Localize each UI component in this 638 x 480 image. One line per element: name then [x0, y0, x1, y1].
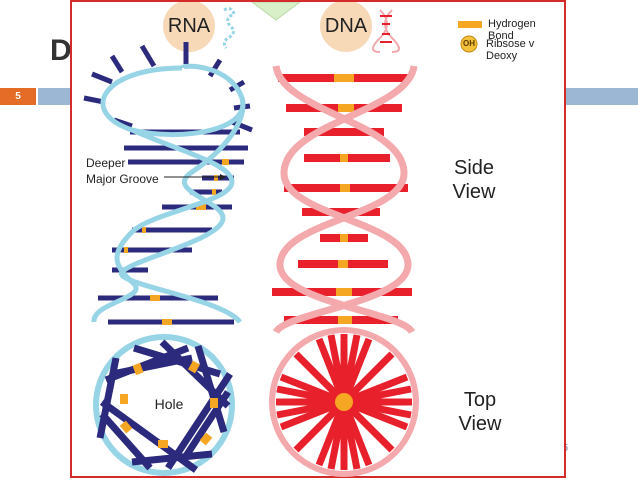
groove-label-line2: Major Groove [86, 172, 159, 186]
hole-label: Hole [154, 396, 184, 412]
dna-side-view [272, 65, 418, 335]
slide-number-badge: 5 [0, 88, 36, 105]
slide-title: D [50, 34, 72, 67]
side-view-line2: View [452, 181, 496, 203]
header-band-left [38, 88, 72, 105]
rna-title: RNA [167, 15, 211, 37]
groove-label: Deeper Major Groove [86, 155, 159, 187]
top-view-label: Top View [450, 388, 510, 436]
legend-ribose-label: Ribsose v Deoxy [486, 38, 535, 62]
dna-title: DNA [324, 15, 368, 37]
figure-graphics [83, 2, 482, 477]
rna-side-view [83, 42, 253, 325]
rna-dna-figure: RNA DNA Hydrogen Bond OH Ribsose v Deoxy… [70, 0, 566, 478]
side-view-label: Side View [444, 156, 504, 204]
rna-mini-icon [222, 7, 236, 49]
dna-mini-icon [372, 9, 400, 53]
legend-hydrogen-bond-swatch [458, 21, 482, 28]
top-view-line2: View [458, 413, 502, 435]
dna-title-badge [320, 2, 372, 52]
legend-hydrogen-bond-label: Hydrogen Bond [488, 18, 536, 42]
rna-title-badge [163, 2, 215, 52]
header-band-right [566, 88, 638, 105]
top-view-line1: Top [463, 389, 497, 411]
groove-label-line1: Deeper [86, 156, 126, 170]
dna-top-view [269, 327, 419, 477]
legend-oh-text: OH [463, 39, 475, 48]
side-view-line1: Side [453, 157, 495, 179]
rna-top-view [93, 334, 235, 476]
legend-oh-icon [460, 35, 478, 53]
chevron-decoration [251, 2, 301, 21]
